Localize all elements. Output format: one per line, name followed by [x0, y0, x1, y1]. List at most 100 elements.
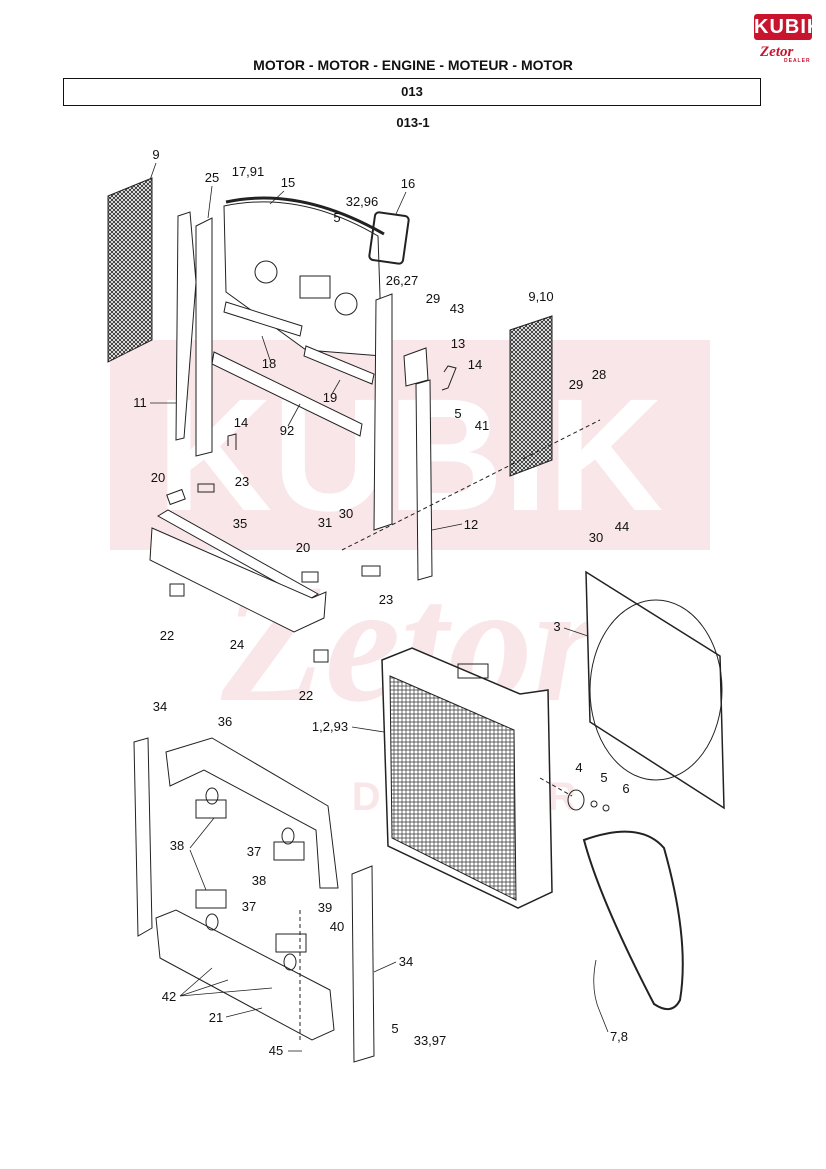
page-title: MOTOR - MOTOR - ENGINE - MOTEUR - MOTOR	[253, 57, 573, 73]
callout-92: 92	[280, 423, 294, 438]
callout-19: 19	[323, 390, 337, 405]
callout-25: 25	[205, 170, 219, 185]
callout-22-a: 22	[160, 628, 174, 643]
side-bracket-34a	[133, 737, 153, 937]
callout-6: 6	[622, 781, 629, 796]
callout-38-b: 38	[252, 873, 266, 888]
callout-20-a: 20	[151, 470, 165, 485]
fan-shroud-opening	[589, 599, 723, 781]
pad-22b	[313, 649, 329, 663]
callout-38-a: 38	[170, 838, 184, 853]
mount-37c	[205, 913, 219, 931]
leader-18	[261, 335, 271, 361]
callout-5-c: 5	[600, 770, 607, 785]
baffle-hole-right	[334, 292, 358, 316]
mount-pad-38a	[195, 799, 227, 819]
callout-28: 28	[592, 367, 606, 382]
side-bracket-34b	[351, 865, 375, 1063]
assembly-line-c	[539, 777, 573, 797]
lower-shroud-24	[149, 527, 327, 633]
callout-22-b: 22	[299, 688, 313, 703]
fan-shroud-3	[585, 570, 725, 810]
callout-26-27: 26,27	[386, 273, 419, 288]
clip-23b	[361, 565, 381, 577]
baffle-plate-17	[223, 201, 383, 357]
callout-7-8: 7,8	[610, 1029, 628, 1044]
callout-34-a: 34	[153, 699, 167, 714]
leader-3	[563, 627, 589, 637]
callout-9-10: 9,10	[528, 289, 553, 304]
seal-strip-19	[303, 345, 375, 385]
grommet-16	[368, 211, 410, 265]
callout-15: 15	[281, 175, 295, 190]
leader-9	[149, 162, 157, 181]
leader-16	[395, 191, 407, 215]
cross-seal-35	[157, 509, 319, 601]
side-seal-11	[175, 211, 197, 441]
subsection-number: 013-1	[396, 115, 430, 130]
callout-43: 43	[450, 301, 464, 316]
seal-strip-92	[211, 351, 363, 437]
callout-23-b: 23	[379, 592, 393, 607]
leader-25	[207, 185, 213, 219]
callout-35: 35	[233, 516, 247, 531]
spacer-4	[567, 789, 585, 811]
callout-4: 4	[575, 760, 582, 775]
grille-mesh-right	[509, 315, 553, 477]
callout-5-d: 5	[391, 1021, 398, 1036]
callout-37-b: 37	[242, 899, 256, 914]
callout-18: 18	[262, 356, 276, 371]
pad-20b	[301, 571, 319, 583]
callout-24: 24	[230, 637, 244, 652]
baffle-window	[299, 275, 331, 299]
nut-6	[602, 804, 610, 812]
callout-14-a: 14	[468, 357, 482, 372]
mount-pad-38d	[275, 933, 307, 953]
callout-16: 16	[401, 176, 415, 191]
leader-42	[179, 967, 273, 997]
pad-22a	[169, 583, 185, 597]
side-plate-26	[373, 293, 393, 531]
radiator-filler-neck	[457, 663, 489, 679]
leader-7-8	[593, 959, 609, 1033]
logo-dealer: DEALER	[784, 58, 811, 64]
mount-pad-38b	[273, 841, 305, 861]
callout-29-a: 29	[426, 291, 440, 306]
callout-14-b: 14	[234, 415, 248, 430]
leader-92	[287, 403, 301, 427]
mount-37a	[205, 787, 219, 805]
callout-37-a: 37	[247, 844, 261, 859]
callout-23-a: 23	[235, 474, 249, 489]
leader-12	[431, 523, 463, 531]
leader-38a	[189, 817, 215, 891]
callout-39: 39	[318, 900, 332, 915]
leader-1	[351, 726, 385, 733]
side-seal-12	[415, 379, 433, 581]
logo-brand: KUBIK	[754, 16, 823, 38]
radiator-core	[389, 675, 517, 901]
callout-3: 3	[553, 619, 560, 634]
callout-31: 31	[318, 515, 332, 530]
mount-37b	[281, 827, 295, 845]
callout-21: 21	[209, 1010, 223, 1025]
callout-32-96: 32,96	[346, 194, 379, 209]
upper-frame-36	[165, 737, 339, 889]
callout-36: 36	[218, 714, 232, 729]
callout-13: 13	[451, 336, 465, 351]
washer-5	[590, 800, 598, 808]
callout-20-b: 20	[296, 540, 310, 555]
callout-40: 40	[330, 919, 344, 934]
bracket-13	[403, 347, 429, 387]
callout-34-b: 34	[399, 954, 413, 969]
drive-belt-7	[582, 830, 684, 1011]
callout-42: 42	[162, 989, 176, 1004]
side-plate-25	[195, 217, 213, 457]
hook-14a	[227, 433, 237, 450]
leader-34b	[373, 961, 397, 973]
logo-badge	[754, 14, 812, 40]
callout-29-b: 29	[569, 377, 583, 392]
baffle-hole-left	[254, 260, 278, 284]
pad-20a	[166, 488, 186, 506]
section-box: 013	[63, 78, 761, 106]
